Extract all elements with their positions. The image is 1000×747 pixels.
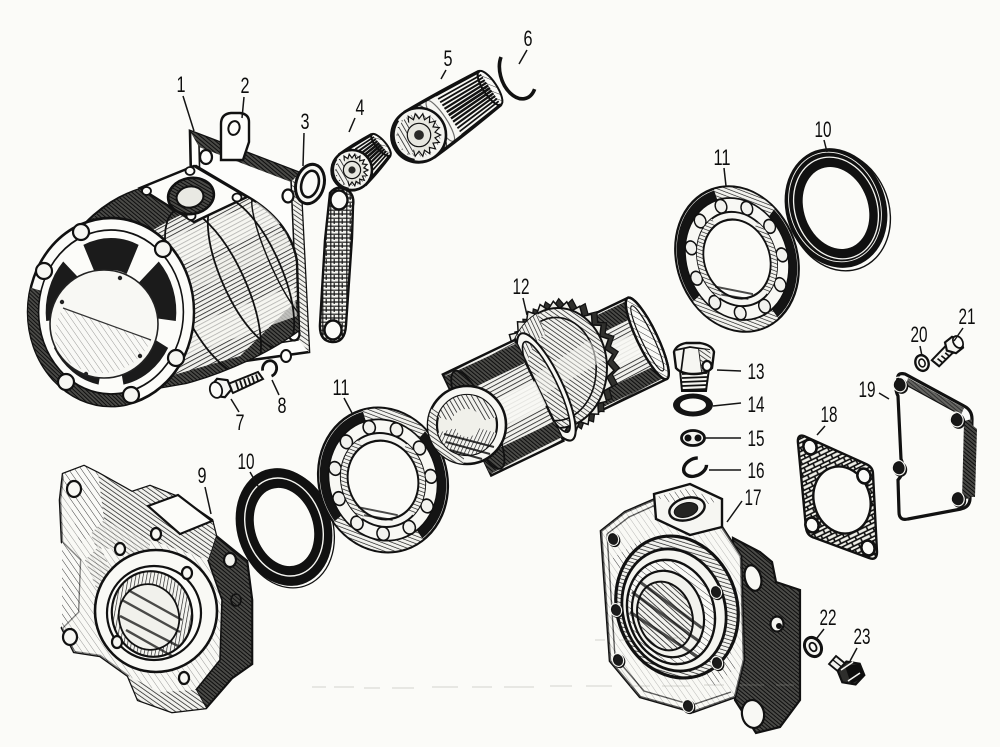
- svg-text:22: 22: [820, 605, 837, 630]
- svg-text:7: 7: [236, 410, 245, 435]
- svg-text:3: 3: [301, 109, 310, 134]
- svg-text:4: 4: [356, 95, 365, 120]
- svg-text:23: 23: [854, 624, 871, 649]
- svg-text:17: 17: [745, 485, 762, 510]
- svg-text:10: 10: [238, 449, 255, 474]
- svg-text:6: 6: [524, 26, 533, 51]
- svg-text:21: 21: [959, 304, 976, 329]
- svg-text:15: 15: [748, 426, 765, 451]
- svg-text:19: 19: [859, 377, 876, 402]
- svg-text:5: 5: [444, 46, 453, 71]
- svg-text:16: 16: [748, 458, 765, 483]
- svg-text:8: 8: [278, 393, 287, 418]
- svg-text:9: 9: [198, 463, 207, 488]
- svg-text:20: 20: [911, 322, 928, 347]
- svg-text:1: 1: [177, 72, 186, 97]
- svg-text:13: 13: [748, 359, 765, 384]
- svg-text:18: 18: [821, 402, 838, 427]
- svg-text:14: 14: [748, 392, 765, 417]
- svg-text:11: 11: [333, 375, 350, 400]
- svg-text:10: 10: [815, 117, 832, 142]
- svg-text:2: 2: [241, 73, 250, 98]
- svg-text:11: 11: [714, 145, 731, 170]
- svg-text:12: 12: [513, 274, 530, 299]
